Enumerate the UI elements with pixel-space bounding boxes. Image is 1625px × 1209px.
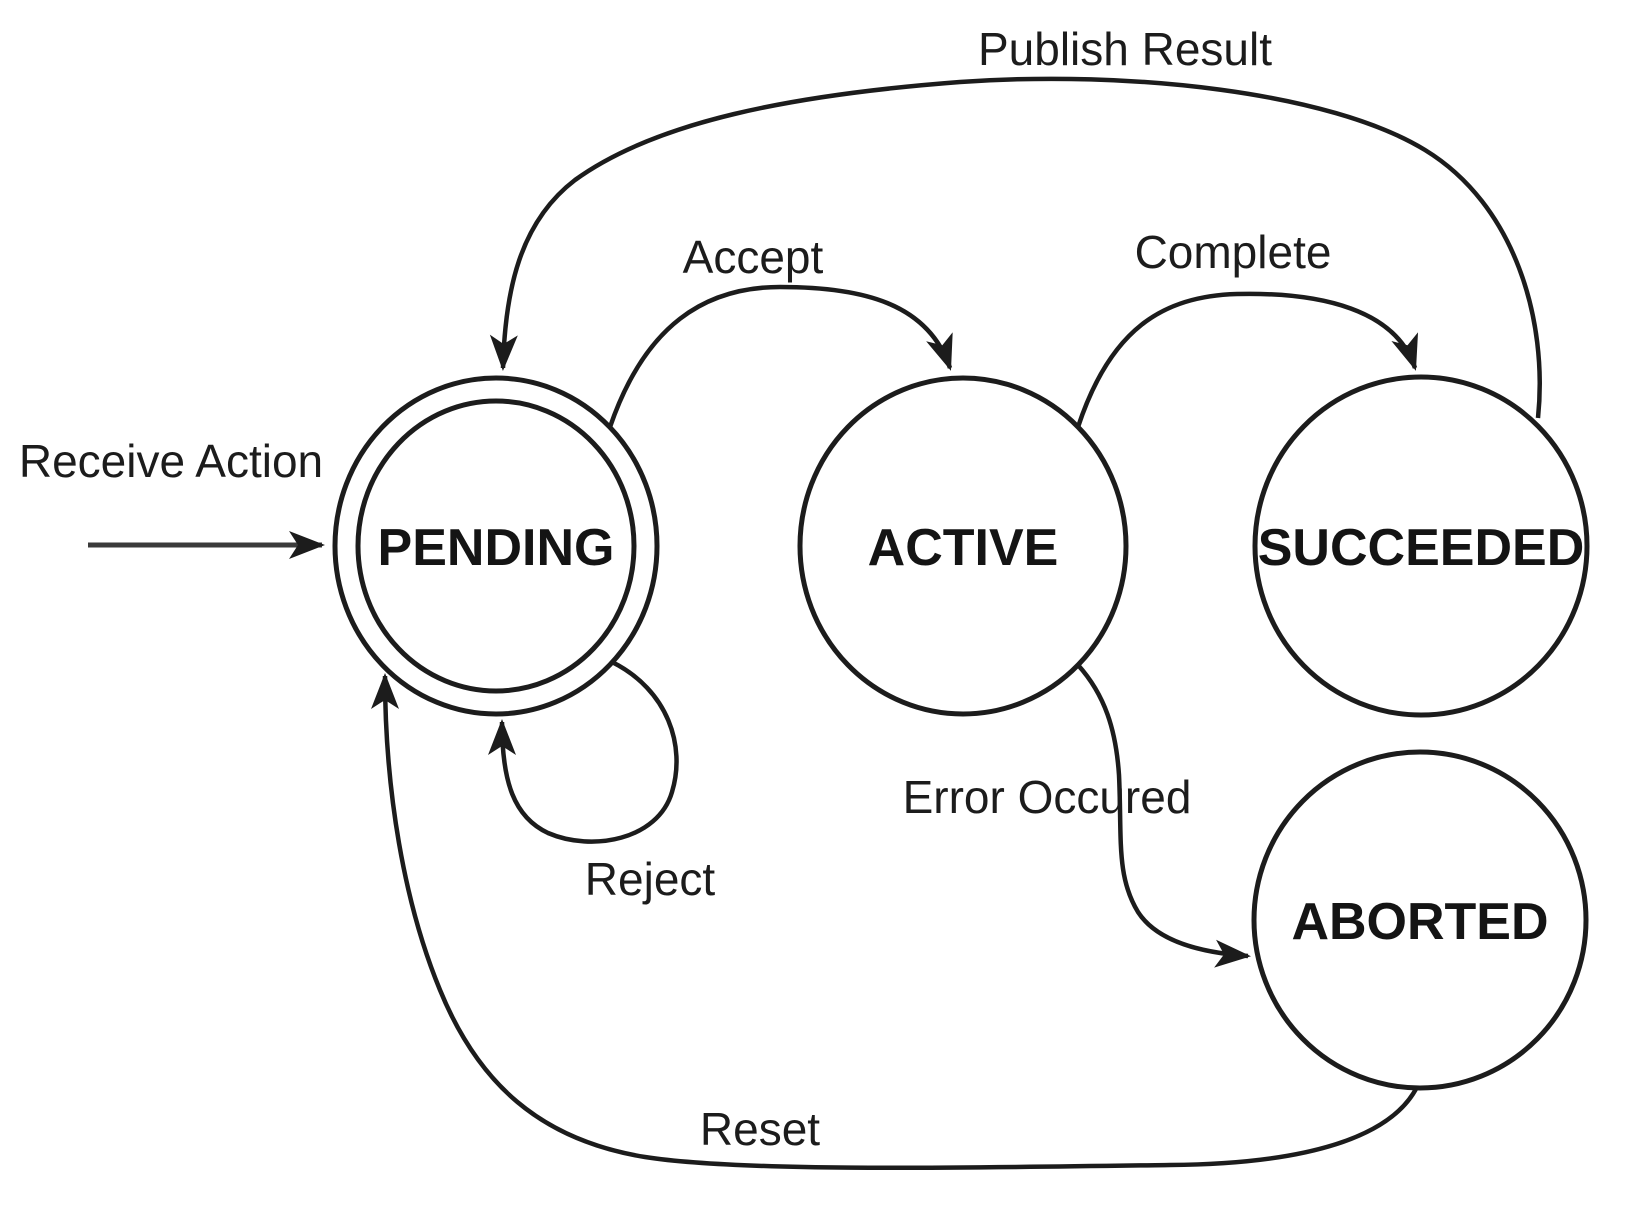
state-aborted-circle (1251, 749, 1589, 1091)
transition-complete-arrow (1075, 291, 1418, 428)
state-active-label: ACTIVE (868, 519, 1059, 577)
state-aborted: ABORTED (1251, 749, 1589, 1091)
transition-reset-arrow (371, 673, 1420, 1171)
state-pending-inner-circle (355, 398, 637, 694)
transition-publish-result-label: Publish Result (978, 23, 1272, 75)
transition-error-occured-arrow (1076, 663, 1251, 968)
state-active-circle (797, 375, 1129, 717)
state-aborted-label: ABORTED (1291, 893, 1548, 951)
transition-publish-result-arrow (489, 76, 1542, 419)
transition-reset-label: Reset (700, 1103, 820, 1155)
state-succeeded-circle (1252, 374, 1590, 718)
state-pending-label: PENDING (378, 519, 615, 577)
state-pending: PENDING (332, 375, 660, 717)
transition-receive-action-label: Receive Action (19, 435, 323, 487)
state-active: ACTIVE (797, 375, 1129, 717)
transition-complete-label: Complete (1135, 226, 1332, 278)
transition-accept-arrow (607, 284, 953, 428)
transition-reject-arrow (488, 659, 679, 844)
state-succeeded-label: SUCCEEDED (1258, 519, 1585, 577)
transition-accept-label: Accept (683, 231, 824, 283)
state-succeeded: SUCCEEDED (1252, 374, 1590, 718)
transition-error-occured-label: Error Occured (903, 771, 1192, 823)
transition-reject-label: Reject (585, 853, 716, 905)
